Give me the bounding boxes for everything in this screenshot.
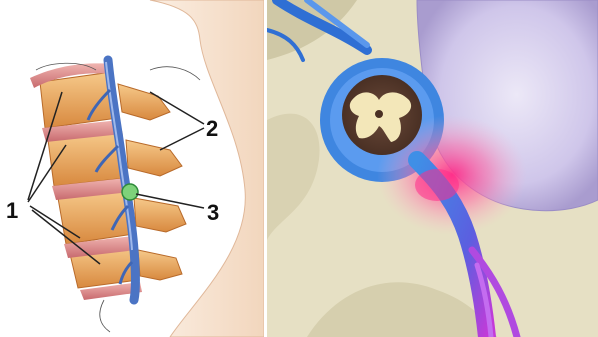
spine-lateral-illustration: 1 2 3 [0,0,264,337]
process-4 [138,250,182,280]
compression-hotspot [415,169,459,201]
label-3: 3 [207,200,219,225]
herniation-marker [122,184,138,200]
central-canal [375,110,383,118]
nerve-compression-illustration [267,0,598,337]
spine-lateral-svg: 1 2 3 [0,0,264,337]
nerve-compression-svg [267,0,598,337]
process-2 [126,140,182,176]
process-1 [118,84,170,120]
label-1: 1 [6,198,18,223]
label-2: 2 [206,116,218,141]
